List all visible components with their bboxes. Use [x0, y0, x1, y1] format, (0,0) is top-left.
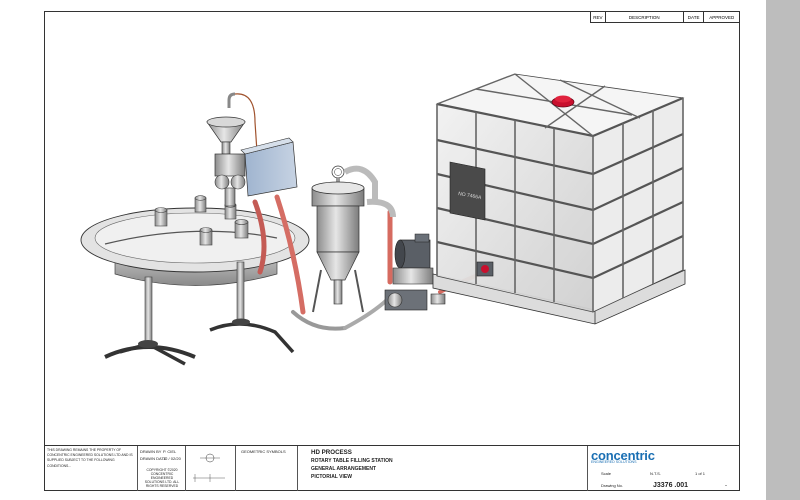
- company-logo: concentric ENGINEERED SOLUTIONS: [591, 448, 655, 464]
- notes-cell: [45, 446, 138, 491]
- ibc-tank: NO 7466A: [432, 73, 686, 325]
- company-name: concentric: [591, 448, 655, 463]
- rev-value: -: [725, 483, 727, 489]
- window-scrollbar[interactable]: [766, 0, 800, 500]
- projection-cell: [185, 446, 236, 491]
- project-cell: [297, 446, 588, 491]
- drawn-date-value: 12 / 02/20: [163, 456, 181, 461]
- copyright: COPYRIGHT ©2020 CONCENTRIC ENGINEERED SO…: [144, 468, 180, 488]
- drawn-by-value: P. CIEL: [163, 449, 177, 454]
- drawing-sheet: REV DESCRIPTION DATE APPROVED: [44, 11, 740, 491]
- project-line4: PICTORIAL VIEW: [311, 474, 352, 480]
- date-header: DATE: [684, 12, 705, 22]
- title-block: THIS DRAWING REMAINS THE PROPERTY OF CON…: [45, 445, 739, 491]
- approved-header: APPROVED: [709, 14, 735, 20]
- company-tagline: ENGINEERED SOLUTIONS: [591, 460, 637, 464]
- revision-table: REV DESCRIPTION DATE APPROVED: [590, 12, 739, 23]
- project-line1: HD PROCESS: [311, 449, 352, 456]
- drawing-number: J3376 .001: [653, 482, 689, 489]
- drawing-notes: THIS DRAWING REMAINS THE PROPERTY OF CON…: [47, 448, 133, 468]
- project-line3: GENERAL ARRANGEMENT: [311, 466, 377, 472]
- drawn-date-label: DRAWN DATE: [140, 456, 167, 461]
- sheet-value: 1 of 1: [695, 471, 706, 476]
- rev-header: REV: [591, 12, 606, 22]
- projection-symbol: [193, 453, 225, 482]
- pump-motor: [384, 233, 446, 311]
- scale-label: Scale: [601, 471, 612, 476]
- filler-head: [206, 92, 298, 207]
- symbols-cell: [235, 446, 298, 491]
- project-line2: ROTARY TABLE FILLING STATION: [311, 458, 393, 464]
- drawn-by-label: DRAWN BY: [140, 449, 162, 454]
- project-title: HD PROCESS ROTARY TABLE FILLING STATION …: [311, 449, 393, 481]
- description-header: DESCRIPTION: [606, 12, 684, 22]
- filter-housing: [311, 165, 396, 313]
- drawn-cell: [137, 446, 186, 491]
- geometric-symbols: GEOMETRIC SYMBOLS: [241, 449, 286, 454]
- drawing-no-label: Drawing No.: [601, 483, 624, 488]
- scale-value: N.T.S.: [650, 471, 661, 476]
- tank-plate-label: NO 7466A: [458, 191, 483, 201]
- rotary-table: [80, 195, 310, 366]
- pictorial-view: NO 7466A: [80, 73, 686, 366]
